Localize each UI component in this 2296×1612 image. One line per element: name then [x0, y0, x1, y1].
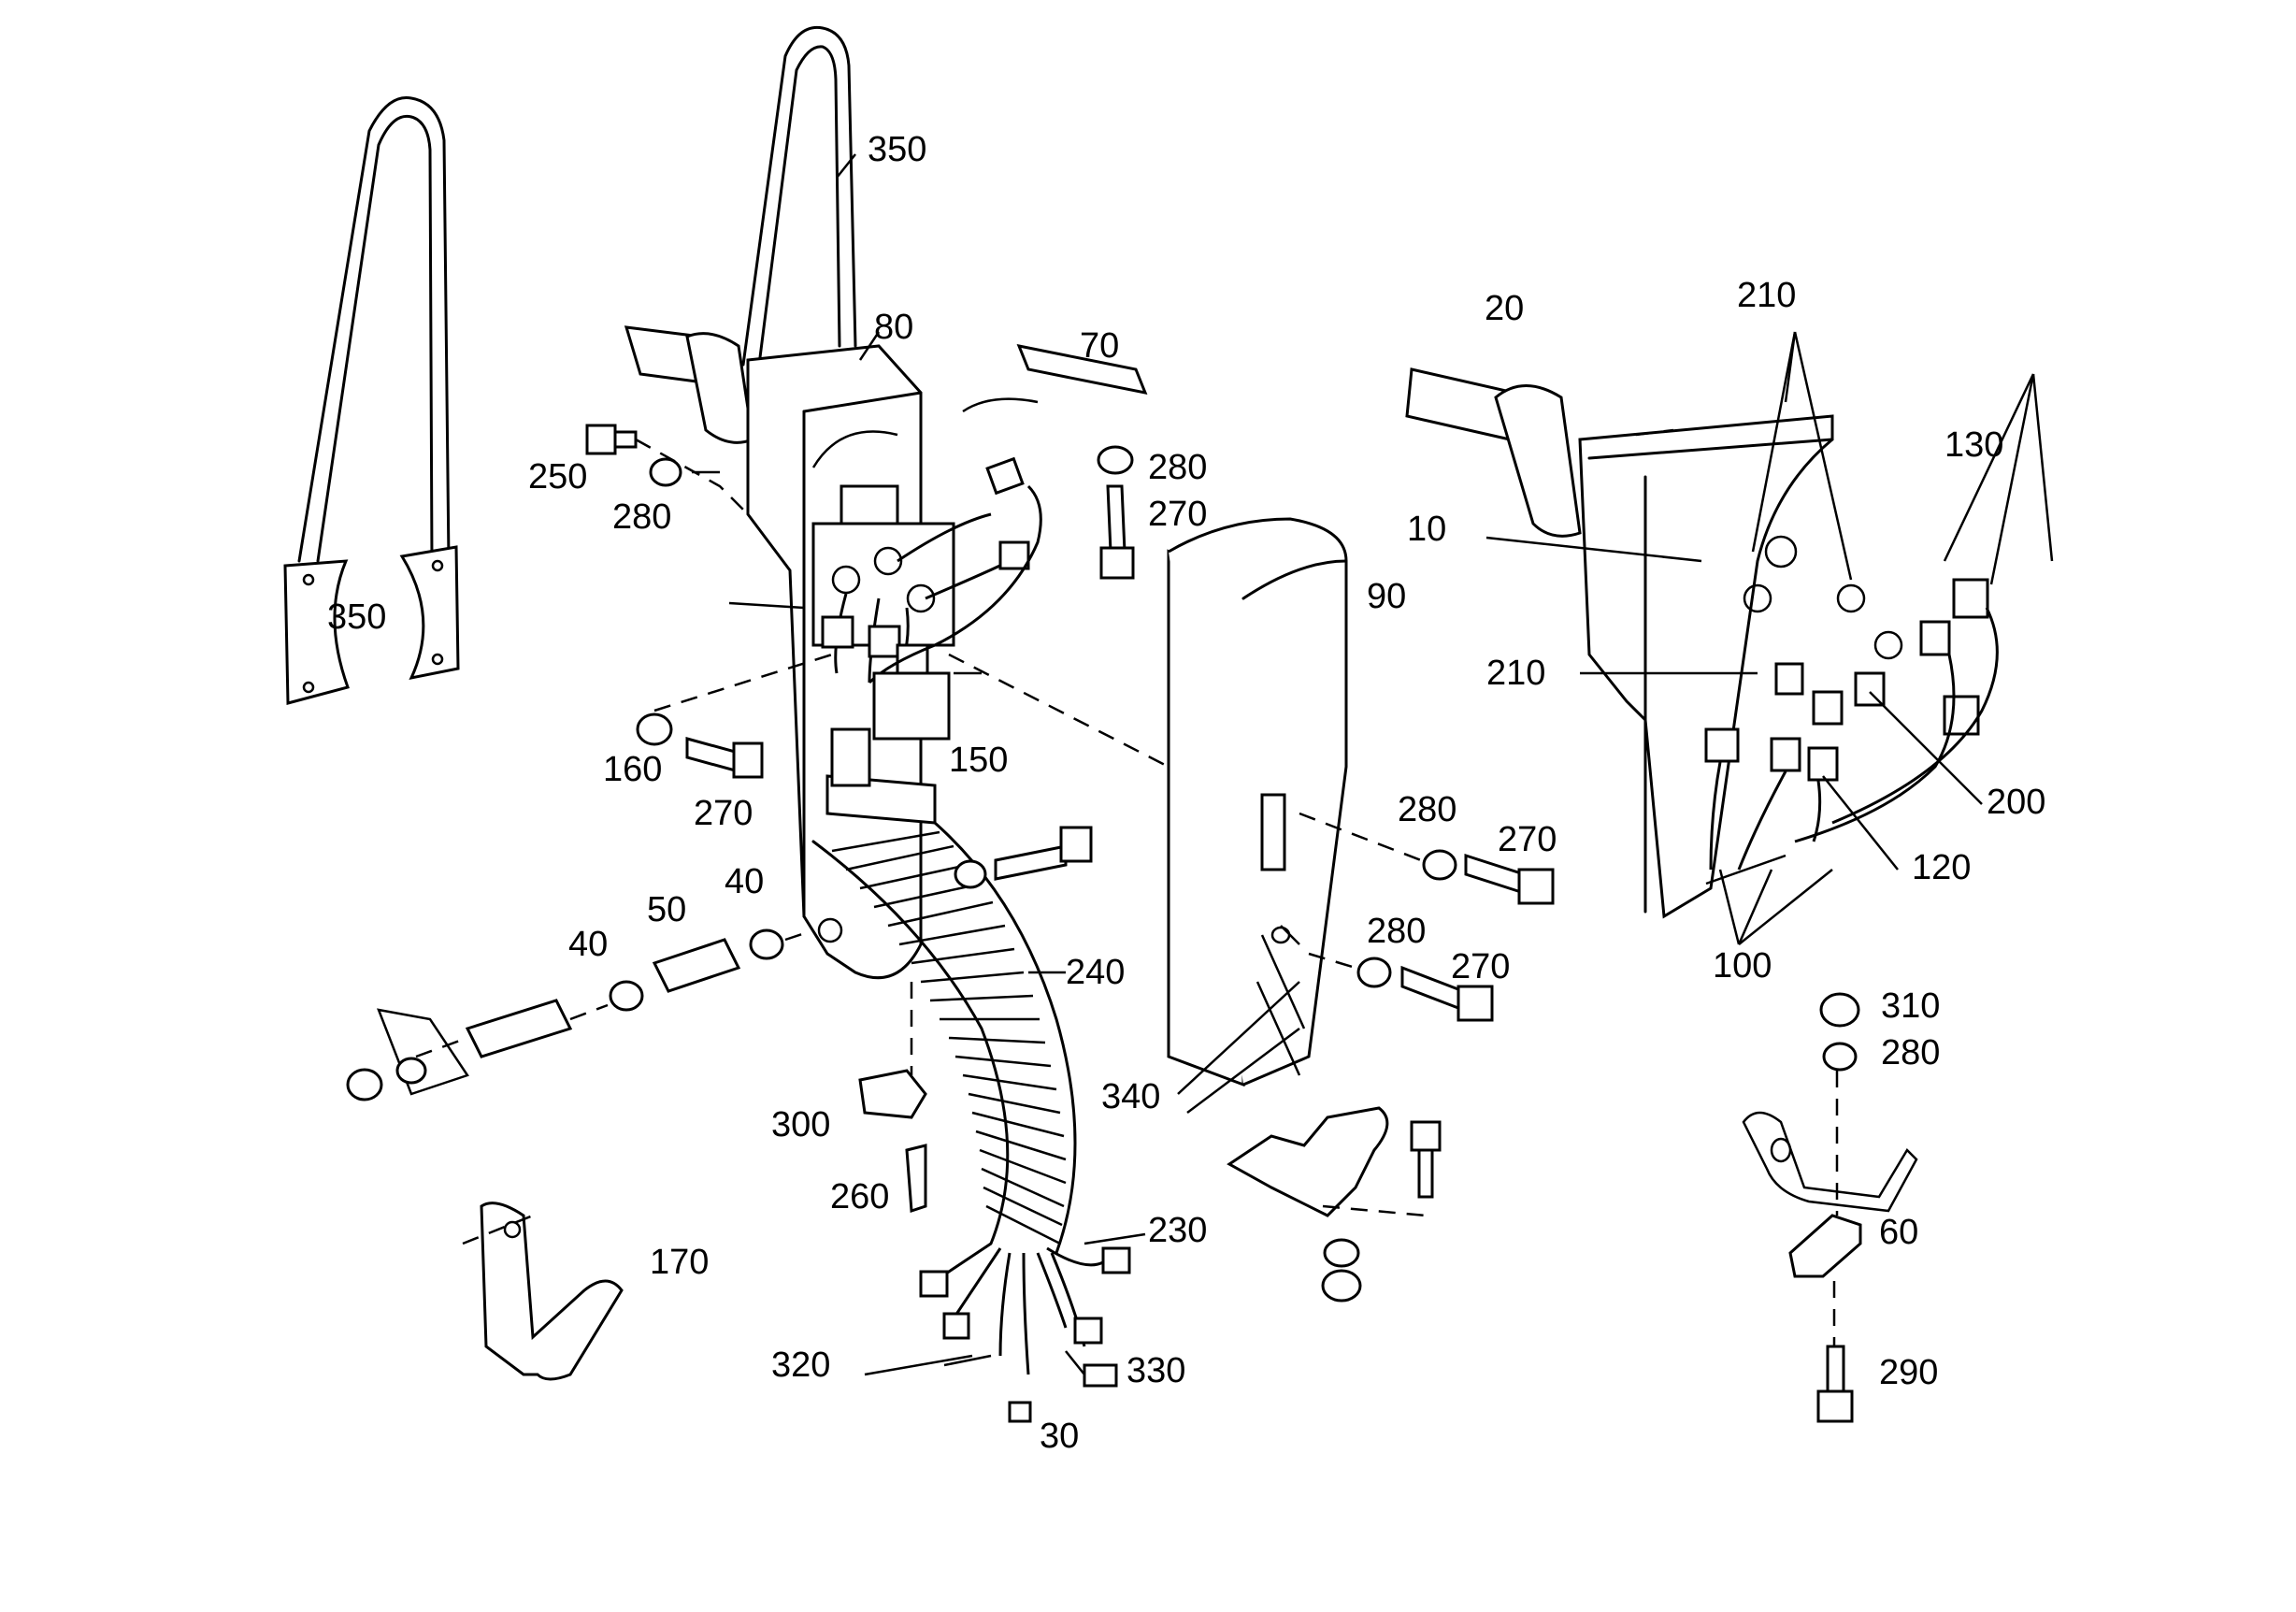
- callout-210-top: 210: [1737, 276, 1796, 315]
- wiring-harness-230: [919, 1242, 1131, 1423]
- joystick-assembly-right: [1405, 367, 1999, 919]
- bracket-60-nut-310-bolt-290: [1742, 992, 1918, 1423]
- callout-120: 120: [1912, 848, 1971, 887]
- callout-320: 320: [771, 1346, 830, 1385]
- callout-230: 230: [1148, 1211, 1207, 1250]
- callout-270-lower: 270: [1451, 947, 1510, 986]
- callout-250: 250: [528, 457, 587, 497]
- callout-300: 300: [771, 1105, 830, 1144]
- callout-90: 90: [1367, 577, 1406, 616]
- callout-30: 30: [1040, 1417, 1079, 1456]
- callout-290: 290: [1879, 1353, 1938, 1392]
- callout-70: 70: [1080, 326, 1119, 366]
- nut-washer-340: [1321, 1238, 1362, 1303]
- spacer-40-50: [346, 928, 814, 1101]
- corrugated-hose-240: [811, 821, 1077, 1255]
- guard-bar-350-left: [283, 95, 460, 705]
- callout-100: 100: [1713, 946, 1772, 986]
- callout-280-mid: 280: [1398, 790, 1457, 829]
- hydraulic-valve-block: [811, 456, 1042, 684]
- callout-310: 310: [1881, 986, 1940, 1026]
- callout-270-top: 270: [1148, 495, 1207, 534]
- cover-90: [1167, 517, 1348, 1087]
- callout-60: 60: [1879, 1213, 1918, 1252]
- callout-280-lower: 280: [1367, 912, 1426, 951]
- callout-270-mid: 270: [1498, 820, 1557, 859]
- callout-200: 200: [1987, 783, 2045, 822]
- callout-280-right: 280: [1881, 1033, 1940, 1072]
- callout-350-center: 350: [868, 130, 926, 169]
- clamp-170: [462, 1202, 624, 1381]
- callout-40-upper: 40: [725, 862, 764, 901]
- callout-280-top: 280: [1148, 448, 1207, 487]
- callout-150: 150: [949, 741, 1008, 780]
- callout-210-mid: 210: [1486, 654, 1545, 693]
- callout-280-left: 280: [612, 497, 671, 537]
- callout-80: 80: [874, 308, 913, 347]
- mount-bolt-270: [954, 826, 1093, 889]
- leader-lines: [692, 153, 2054, 1376]
- callout-50: 50: [647, 890, 686, 929]
- callout-270-left: 270: [694, 794, 753, 833]
- callout-240: 240: [1066, 953, 1125, 992]
- bracket-340: [1177, 981, 1442, 1217]
- callout-160: 160: [603, 750, 662, 789]
- callout-350-left: 350: [327, 597, 386, 637]
- callout-10: 10: [1407, 510, 1446, 549]
- guard-bar-350-center: [741, 25, 857, 367]
- bolts-280-270-right: [948, 653, 1555, 1022]
- switch-300-screw-260: [858, 982, 927, 1214]
- callout-20: 20: [1485, 289, 1524, 328]
- bolt-270-washer-160: [636, 653, 833, 779]
- callout-340: 340: [1101, 1077, 1160, 1116]
- callout-330: 330: [1126, 1351, 1185, 1390]
- callout-130: 130: [1944, 425, 2003, 465]
- callout-170: 170: [650, 1243, 709, 1282]
- bracket-150: [825, 671, 951, 825]
- callout-260: 260: [830, 1177, 889, 1216]
- bolt-70-280-270: [962, 343, 1148, 580]
- bolt-250-washer-280: [585, 424, 749, 515]
- callout-40-lower: 40: [568, 925, 608, 964]
